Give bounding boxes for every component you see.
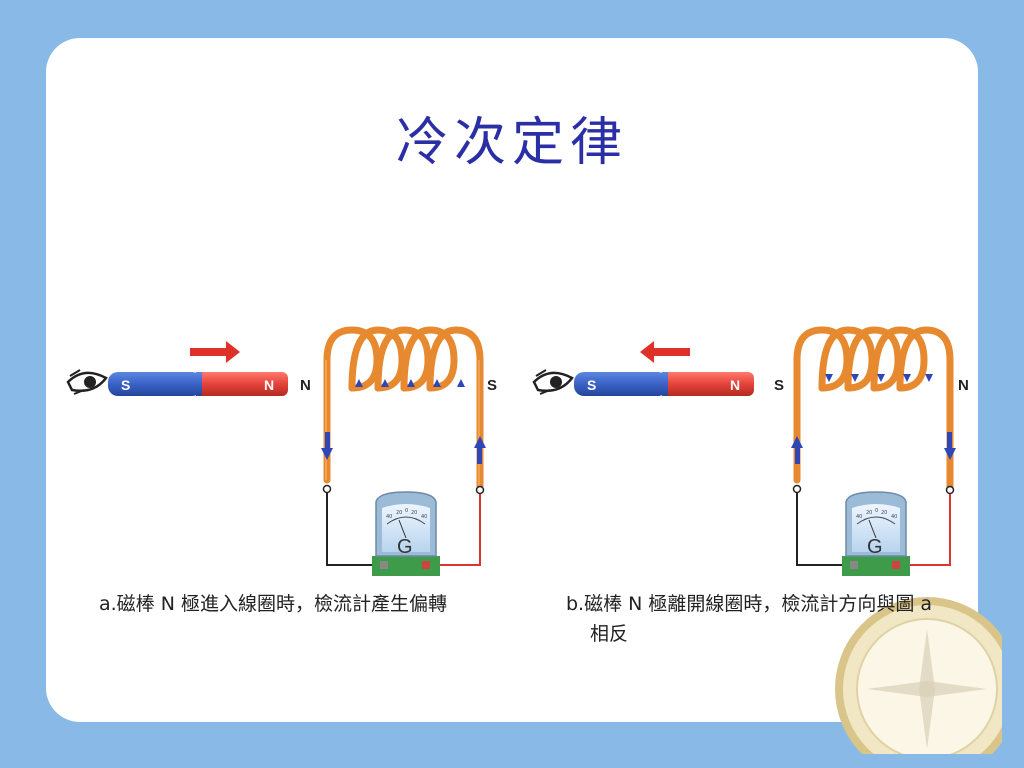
magnet-n-label: N — [264, 377, 274, 393]
slide-title: 冷次定律 — [395, 113, 628, 173]
motion-arrow-right — [190, 341, 240, 363]
meter-scale-a-0: 40 — [386, 514, 392, 520]
panel-a: S N N S — [66, 326, 497, 576]
compass-icon — [835, 597, 1002, 754]
magnet-s-label: S — [587, 377, 596, 393]
galvanometer-letter-b: G — [867, 536, 883, 558]
panel-b: S N S N — [532, 326, 969, 576]
magnet-n-label: N — [730, 377, 740, 393]
meter-scale-a-4: 40 — [421, 514, 427, 520]
meter-scale-a-3: 20 — [411, 510, 417, 516]
meter-scale-b-0: 40 — [856, 514, 862, 520]
coil-left-pole-b: S — [774, 377, 784, 394]
magnet-s-label: S — [121, 377, 130, 393]
current-arrows-b — [791, 374, 956, 464]
meter-scale-b-1: 20 — [866, 510, 872, 516]
meter-scale-b-2: 0 — [875, 508, 878, 514]
coil-right-pole-b: N — [958, 377, 969, 394]
current-arrows-a — [321, 379, 486, 464]
caption-a: a.磁棒 N 極進入線圈時，檢流計產生偏轉 — [99, 593, 447, 615]
caption-b: b.磁棒 N 極離開線圈時，檢流計方向與圖 a 相反 — [566, 589, 981, 649]
meter-scale-a-1: 20 — [396, 510, 402, 516]
bar-magnet-b: S N — [574, 372, 754, 396]
coil-right-pole-a: S — [487, 377, 497, 394]
meter-scale-b-4: 40 — [891, 514, 897, 520]
galvanometer-b: 40 20 0 20 40 G — [842, 491, 910, 576]
caption-b-line2: 相反 — [590, 623, 629, 645]
meter-scale-a-2: 0 — [405, 508, 408, 514]
bar-magnet-a: S N — [108, 372, 288, 396]
coil-left-pole-a: N — [300, 377, 311, 394]
galvanometer-a: 40 20 0 20 40 G — [372, 491, 440, 576]
meter-scale-b-3: 20 — [881, 510, 887, 516]
eye-icon — [66, 369, 108, 395]
eye-icon — [532, 369, 574, 395]
solenoid-coil-a — [323, 326, 484, 492]
solenoid-coil-b — [793, 326, 954, 492]
caption-b-line1: b.磁棒 N 極離開線圈時，檢流計方向與圖 a — [566, 593, 933, 615]
motion-arrow-left — [640, 341, 690, 363]
galvanometer-letter-a: G — [397, 536, 413, 558]
